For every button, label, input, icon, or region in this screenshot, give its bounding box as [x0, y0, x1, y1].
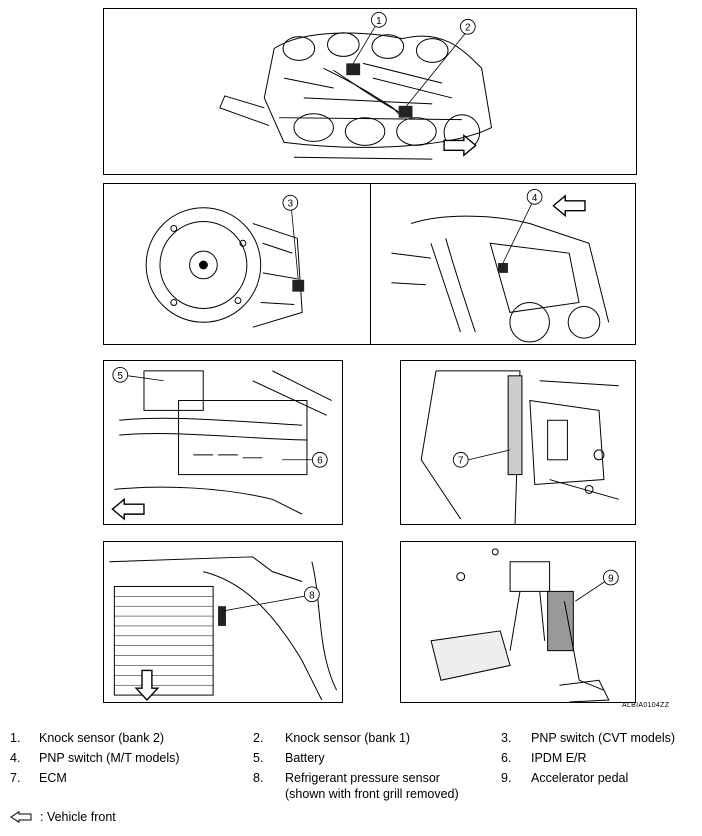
callout-9: 9	[608, 574, 614, 585]
accelerator-pedal-illustration: 9	[430, 548, 619, 702]
battery-ipdm-illustration: 5 6	[111, 366, 332, 521]
refrigerant-sensor-illustration: 8	[109, 556, 338, 702]
panel-pnp-cvt: 3	[103, 183, 372, 345]
callout-1: 1	[376, 16, 382, 27]
callout-3: 3	[288, 199, 294, 210]
vehicle-front-arrow-icon	[111, 497, 145, 521]
vehicle-front-arrow-icon	[443, 133, 477, 157]
engine-top-illustration: 1 2	[219, 12, 493, 160]
callout-7: 7	[458, 456, 463, 467]
panel-battery-ipdm: 5 6	[103, 360, 343, 525]
cvt-transaxle-illustration: 3	[145, 194, 305, 328]
panel-refrigerant-sensor: 8	[103, 541, 343, 703]
panel-knock-sensors: 1 2	[103, 8, 637, 175]
callout-6: 6	[317, 456, 323, 467]
panel-ecm: 7	[400, 360, 636, 525]
vehicle-front-label: : Vehicle front	[40, 810, 116, 824]
panel-accelerator-pedal: 9	[400, 541, 636, 703]
vehicle-front-arrow-icon	[552, 194, 586, 218]
callout-2: 2	[465, 23, 471, 34]
panel-pnp-mt: 4	[370, 183, 636, 345]
callout-4: 4	[532, 193, 538, 204]
mt-transaxle-illustration: 4	[391, 188, 610, 343]
ecm-illustration: 7	[420, 370, 619, 524]
vehicle-front-arrow-icon	[10, 811, 32, 823]
legend-item-8-note: (shown with front grill removed)	[285, 787, 459, 801]
figure-code: ALBIA0104ZZ	[622, 702, 670, 709]
callout-5: 5	[118, 371, 124, 382]
vehicle-front-key: : Vehicle front	[10, 810, 116, 824]
vehicle-front-arrow-icon	[134, 669, 160, 702]
callout-8: 8	[309, 590, 315, 601]
